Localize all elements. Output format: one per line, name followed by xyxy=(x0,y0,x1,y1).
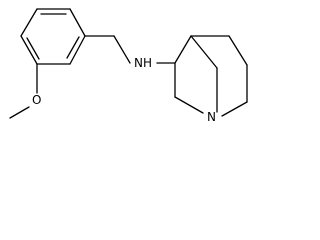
double-bond-inner xyxy=(26,37,40,60)
bond xyxy=(190,35,218,69)
bond xyxy=(221,101,248,117)
bond xyxy=(228,35,248,66)
double-bond-inner xyxy=(66,36,80,59)
methoxy-group xyxy=(9,63,38,119)
bond xyxy=(20,8,38,37)
bond xyxy=(174,96,204,114)
bridgehead-nitrogen-label: N xyxy=(207,110,216,124)
bond xyxy=(20,35,38,65)
amine-label: NH xyxy=(134,56,152,70)
bond xyxy=(174,35,192,64)
bond xyxy=(9,106,30,119)
molecule-structure: NH O N xyxy=(9,8,248,124)
quinuclidine-cage xyxy=(174,35,248,117)
atom-labels: NH O N xyxy=(32,56,216,124)
benzene-ring xyxy=(20,8,86,65)
ether-oxygen-label: O xyxy=(32,93,41,107)
bond xyxy=(113,35,131,64)
bond xyxy=(69,8,86,37)
bond xyxy=(69,35,86,65)
benzyl-linker xyxy=(84,35,176,64)
